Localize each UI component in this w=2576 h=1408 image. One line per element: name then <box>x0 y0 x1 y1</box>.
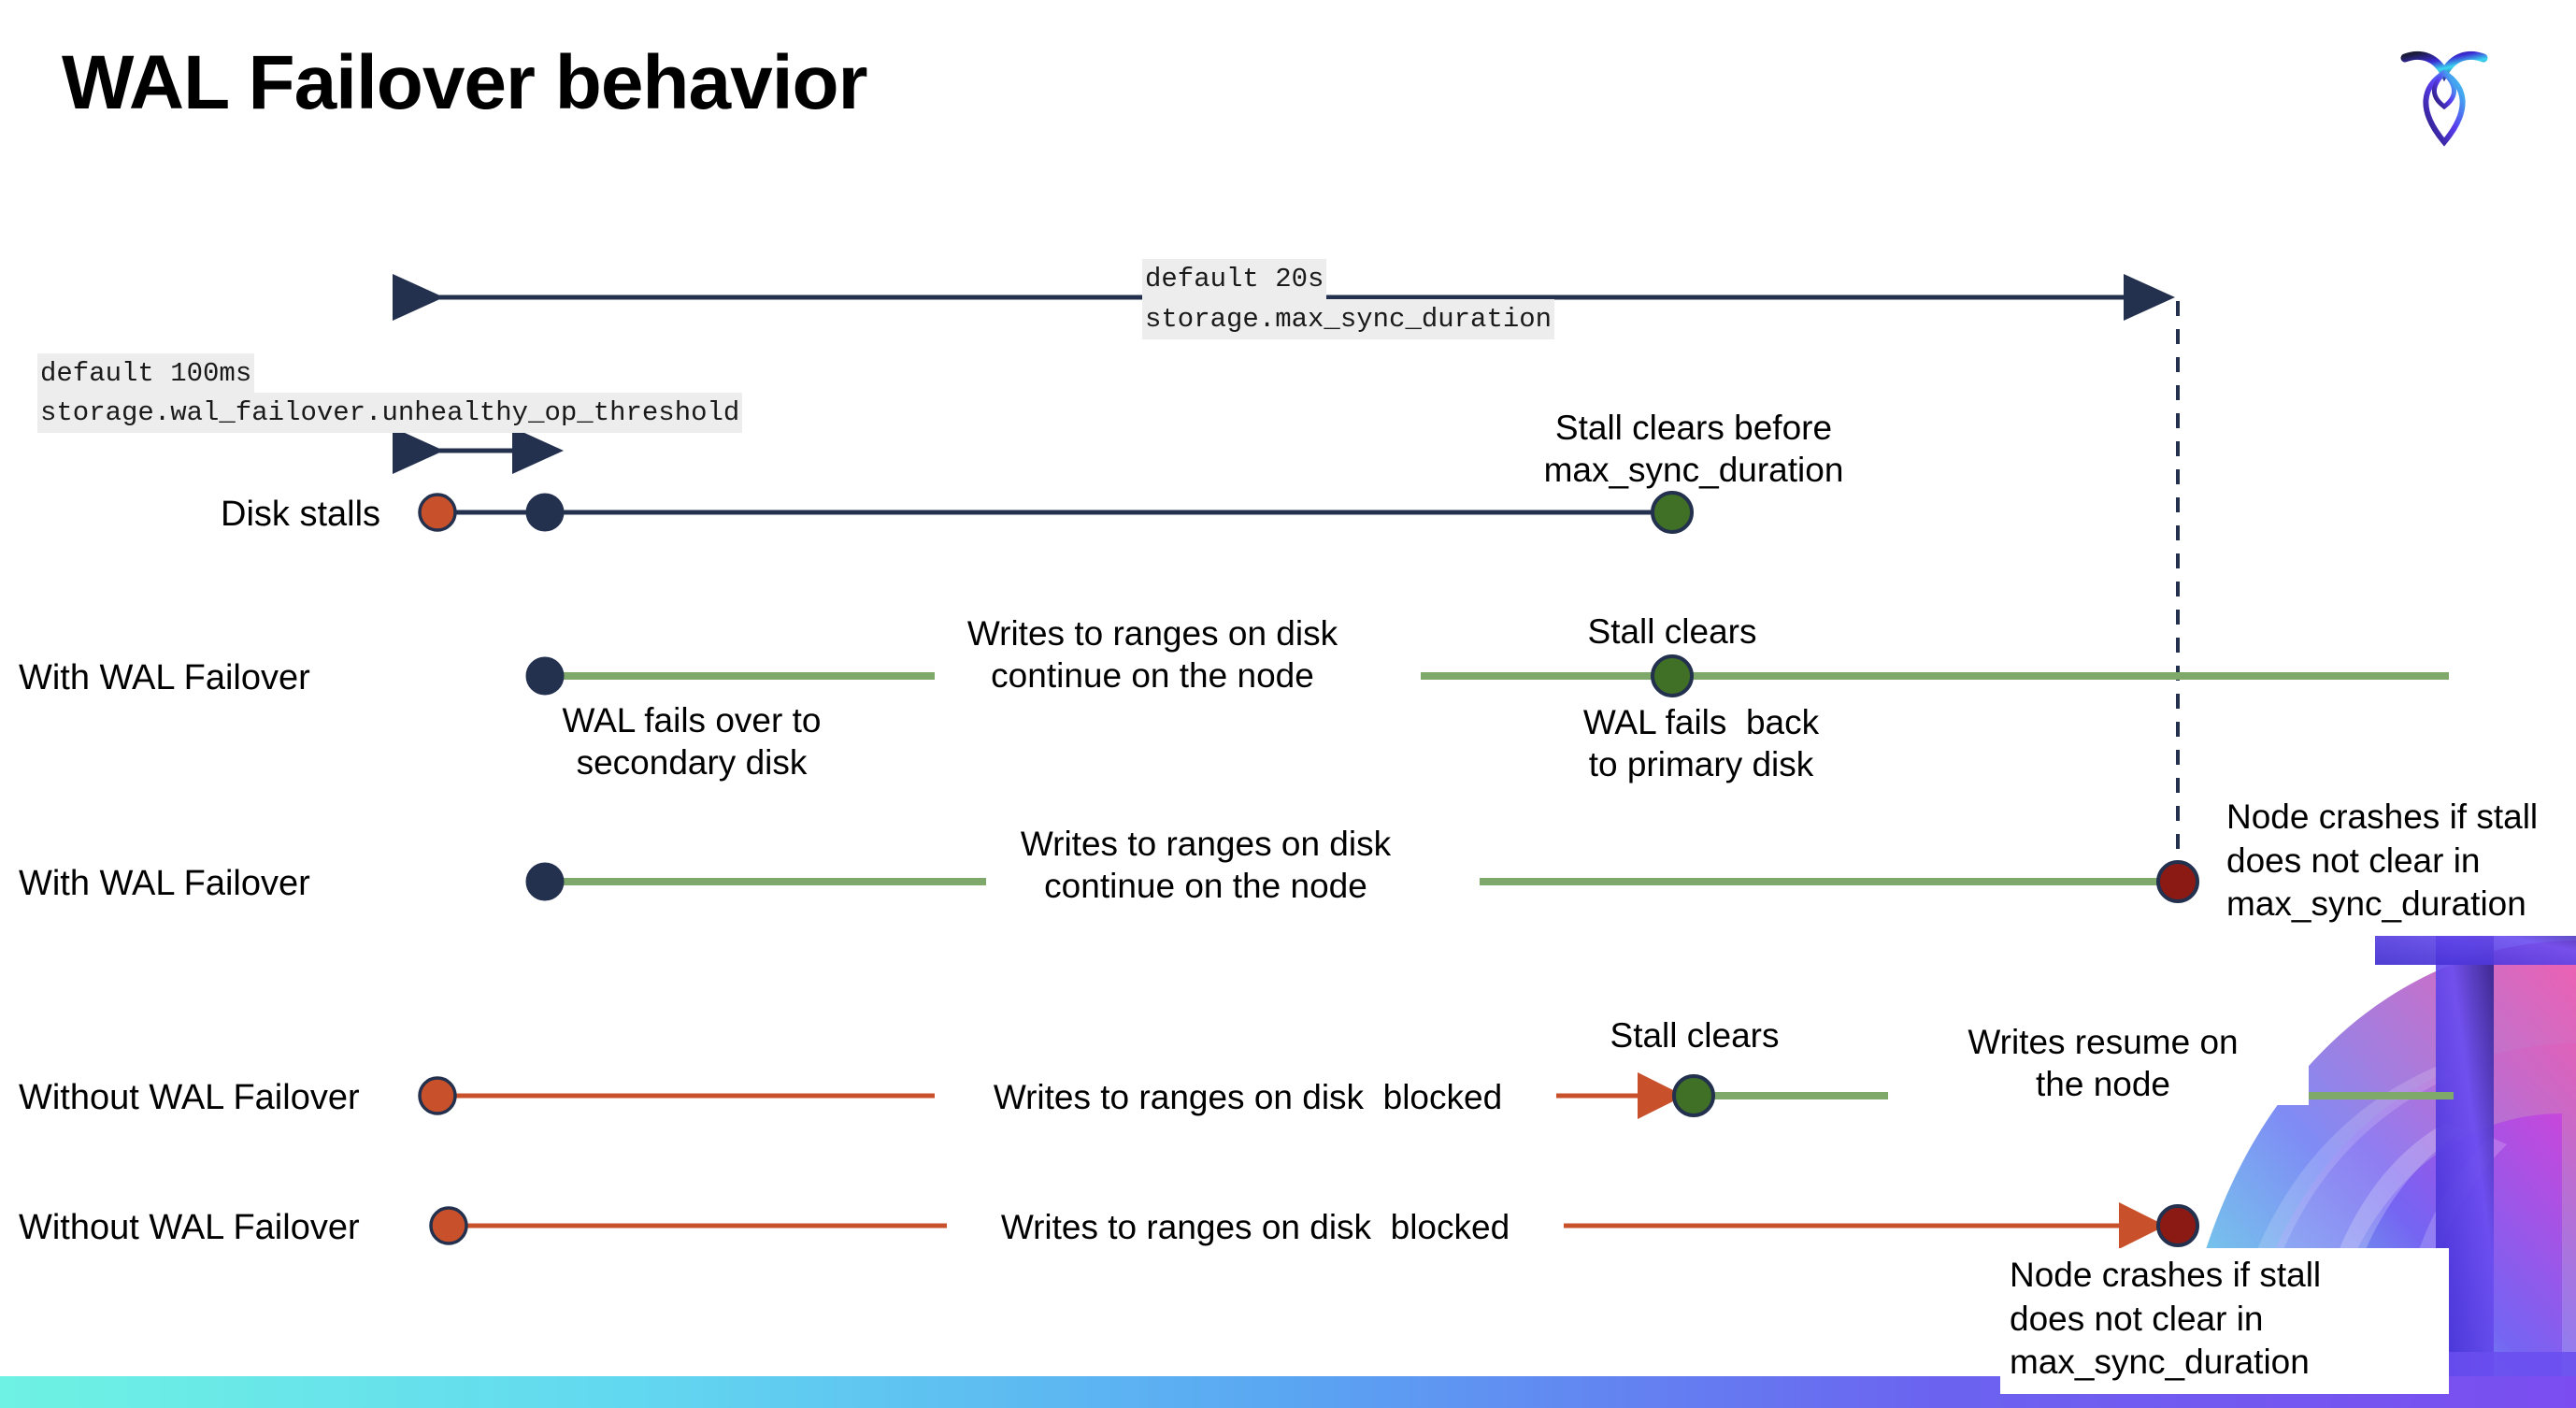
annotation-writes-continue-row2: Writes to ranges on disk continue on the… <box>937 612 1367 697</box>
annotation-writes-blocked-row5: Writes to ranges on disk blocked <box>947 1206 1564 1249</box>
annotation-stall-clears-row2: Stall clears <box>1559 611 1785 654</box>
max-sync-duration-default-chip: default 20s <box>1142 259 1327 300</box>
unhealthy-op-threshold-setting-chip: storage.wal_failover.unhealthy_op_thresh… <box>37 393 743 434</box>
row-with-wal-failover-2-track <box>525 860 2199 903</box>
annotation-node-crashes-row3: Node crashes if stall does not clear in … <box>2217 790 2576 936</box>
annotation-writes-blocked-row4: Writes to ranges on disk blocked <box>939 1076 1556 1119</box>
page-title: WAL Failover behavior <box>62 40 868 125</box>
row-disk-stalls-track <box>418 491 1694 534</box>
row-label-with-wal-failover-1: With WAL Failover <box>19 658 310 697</box>
annotation-stall-clears-row4: Stall clears <box>1581 1014 1808 1057</box>
max-sync-duration-setting-chip: storage.max_sync_duration <box>1142 299 1555 340</box>
row-label-disk-stalls: Disk stalls <box>221 495 381 534</box>
annotation-stall-clears-before-max-sync: Stall clears before max_sync_duration <box>1543 409 1844 490</box>
row-with-wal-failover-1-track <box>525 654 2449 697</box>
annotation-writes-resume: Writes resume on the node <box>1897 1021 2309 1106</box>
annotation-wal-fails-back: WAL fails back to primary disk <box>1582 703 1820 784</box>
annotation-writes-continue-row3: Writes to ranges on disk continue on the… <box>991 823 1421 908</box>
row-label-without-wal-failover-2: Without WAL Failover <box>19 1208 360 1247</box>
row-label-without-wal-failover-1: Without WAL Failover <box>19 1078 360 1117</box>
cockroach-labs-logo-icon <box>2400 50 2488 147</box>
row-label-with-wal-failover-2: With WAL Failover <box>19 864 310 903</box>
annotation-wal-fails-over: WAL fails over to secondary disk <box>562 701 822 783</box>
unhealthy-op-threshold-default-chip: default 100ms <box>37 353 255 395</box>
row-without-wal-failover-1-track <box>418 1072 2454 1119</box>
annotation-node-crashes-row5: Node crashes if stall does not clear in … <box>2000 1248 2449 1394</box>
